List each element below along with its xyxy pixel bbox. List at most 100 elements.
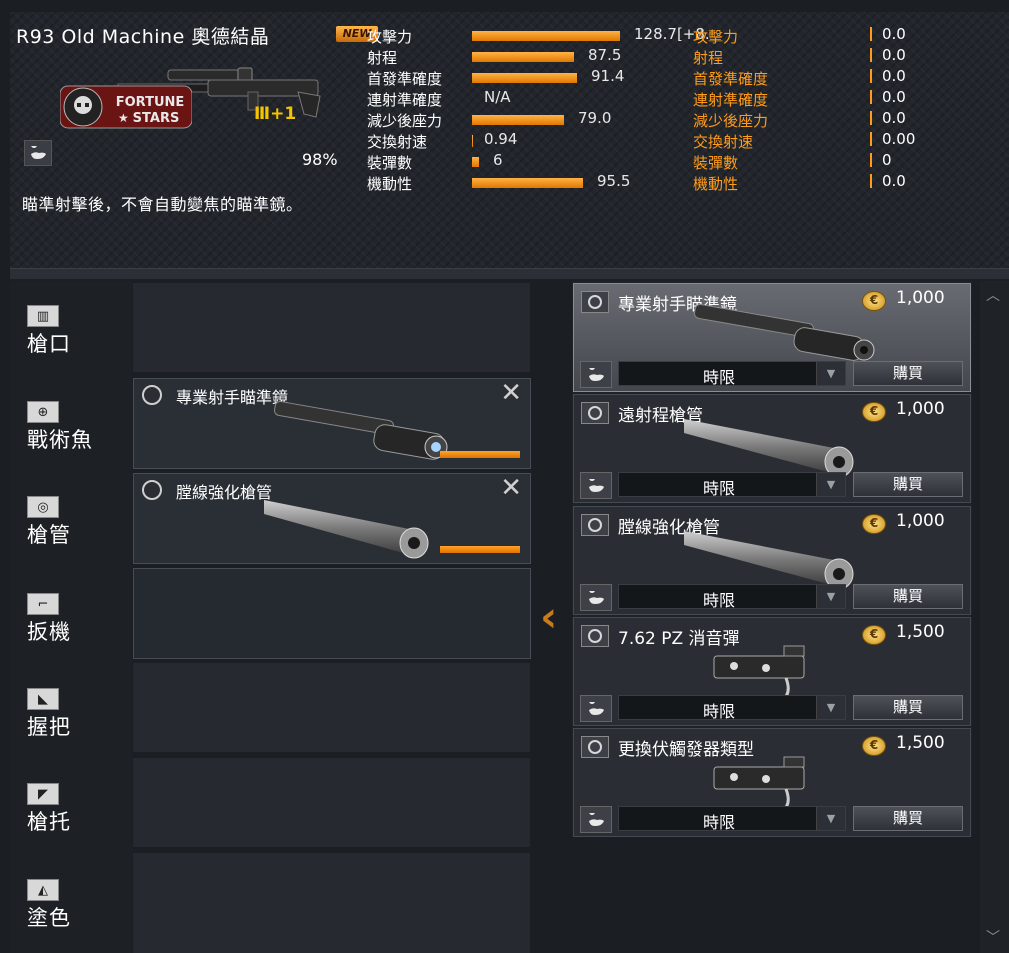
chevron-up-icon[interactable]: ︿: [986, 288, 1000, 304]
duck-icon[interactable]: [580, 695, 612, 722]
shop-item-price: 1,000: [896, 511, 945, 531]
shop-item-price: 1,500: [896, 622, 945, 642]
stat-value: 91.4: [591, 67, 625, 85]
scope-icon: [142, 385, 162, 405]
shop-item-name: 更換伏觸發器類型: [618, 740, 754, 760]
shop-item-price: 1,000: [896, 288, 945, 308]
stat-label: 攻擊力: [367, 28, 413, 46]
mod-label: 首發準確度: [693, 70, 769, 88]
stat-bar: [472, 52, 574, 62]
stat-bar: [472, 73, 577, 83]
duck-icon[interactable]: [580, 472, 612, 499]
category-grip[interactable]: ◣握把: [27, 688, 127, 741]
stat-label: 減少後座力: [367, 112, 443, 130]
scrollbar[interactable]: ︿ ﹀: [980, 281, 1009, 953]
trigger-icon: [581, 625, 609, 647]
buy-button[interactable]: 購買: [853, 806, 963, 831]
duration-select[interactable]: 時限▼: [618, 695, 846, 721]
close-icon[interactable]: ✕: [500, 378, 522, 408]
chevron-down-icon[interactable]: ▼: [816, 807, 845, 830]
stat-bar: [472, 178, 583, 188]
durability-percent: 98%: [302, 150, 338, 169]
shop-item-price: 1,000: [896, 399, 945, 419]
stat-label: 機動性: [367, 175, 413, 193]
mod-label: 連射準確度: [693, 91, 769, 109]
mod-value: 0.0: [870, 111, 906, 126]
barrel-icon: [581, 514, 609, 536]
duration-value: 時限: [702, 479, 735, 498]
stock-icon: ◤: [27, 783, 59, 805]
slot-grip[interactable]: [133, 663, 530, 752]
category-paint[interactable]: ◭ 塗色: [27, 879, 127, 932]
category-label: 槍托: [27, 810, 71, 834]
slot-barrel-equipped[interactable]: 膛線強化槍管 ✕: [133, 473, 531, 564]
buy-button[interactable]: 購買: [853, 584, 963, 609]
stat-value: 0.94: [484, 130, 518, 148]
barrel-icon: [142, 480, 162, 500]
mod-label: 裝彈數: [693, 154, 739, 172]
duration-select[interactable]: 時限▼: [618, 584, 846, 610]
mod-value: 0.0: [870, 27, 906, 42]
barrel-icon: ◎: [27, 496, 59, 518]
duck-icon[interactable]: [580, 361, 612, 388]
stat-label: 交換射速: [367, 133, 428, 151]
coin-icon: €: [862, 291, 886, 311]
slot-trigger[interactable]: [133, 568, 531, 659]
duration-select[interactable]: 時限 ▼: [618, 472, 846, 498]
brand-line-2: STARS: [133, 111, 180, 126]
star-icon: ★: [118, 111, 129, 125]
category-muzzle[interactable]: ▥槍口: [27, 305, 127, 358]
category-stock[interactable]: ◤ 槍托: [27, 783, 127, 836]
mod-label: 交換射速: [693, 133, 754, 151]
close-icon[interactable]: ✕: [500, 473, 522, 503]
category-label: 塗色: [27, 906, 71, 930]
item-description: 瞄準射擊後，不會自動變焦的瞄準鏡。: [22, 195, 303, 214]
stat-value: 128.7[+8.: [634, 25, 710, 43]
shop-item-price: 1,500: [896, 733, 945, 753]
duck-icon[interactable]: [580, 584, 612, 611]
equipped-item-name: 膛線強化槍管: [176, 483, 273, 502]
stat-label: 裝彈數: [367, 154, 413, 172]
barrel-image: [684, 419, 854, 477]
scope-icon: ⊕: [27, 401, 59, 423]
buy-button[interactable]: 購買: [853, 695, 963, 720]
slot-muzzle[interactable]: [133, 283, 530, 372]
coin-icon: €: [862, 514, 886, 534]
category-trigger[interactable]: ⌐扳機: [27, 593, 127, 646]
slot-scope-equipped[interactable]: 專業射手瞄準鏡 ✕: [133, 378, 531, 469]
stat-bar: [472, 115, 564, 125]
buy-button[interactable]: 購買: [853, 361, 963, 386]
mod-label: 攻擊力: [693, 28, 739, 46]
duck-icon[interactable]: [24, 140, 52, 166]
chevron-down-icon[interactable]: ▼: [816, 362, 845, 385]
duration-value: 時限: [702, 368, 735, 387]
chevron-left-icon[interactable]: ‹: [540, 592, 558, 641]
chevron-down-icon[interactable]: ﹀: [986, 930, 1000, 946]
paint-icon: ◭: [27, 879, 59, 901]
buy-button[interactable]: 購買: [853, 472, 963, 497]
mod-value: 0.0: [870, 48, 906, 63]
mod-value: 0.00: [870, 132, 915, 147]
duration-select[interactable]: 時限 ▼: [618, 361, 846, 387]
ammo-icon: Ⅲ: [254, 104, 271, 124]
brand-line-1: FORTUNE: [116, 95, 185, 110]
slot-stock[interactable]: [133, 758, 530, 847]
mod-value: 0.0: [870, 90, 906, 105]
stat-bar: [472, 157, 479, 167]
slot-paint[interactable]: [133, 853, 530, 953]
coin-icon: €: [862, 402, 886, 422]
chevron-down-icon[interactable]: ▼: [816, 473, 845, 496]
category-scope[interactable]: ⊕戰術魚: [27, 401, 127, 454]
trigger-image: [713, 756, 805, 811]
duck-icon[interactable]: [580, 806, 612, 833]
category-barrel[interactable]: ◎槍管: [27, 496, 127, 549]
chevron-down-icon[interactable]: ▼: [816, 696, 845, 719]
chevron-down-icon[interactable]: ▼: [816, 585, 845, 608]
ammo-bonus: Ⅲ+1: [254, 104, 296, 124]
duration-select[interactable]: 時限▼: [618, 806, 846, 832]
